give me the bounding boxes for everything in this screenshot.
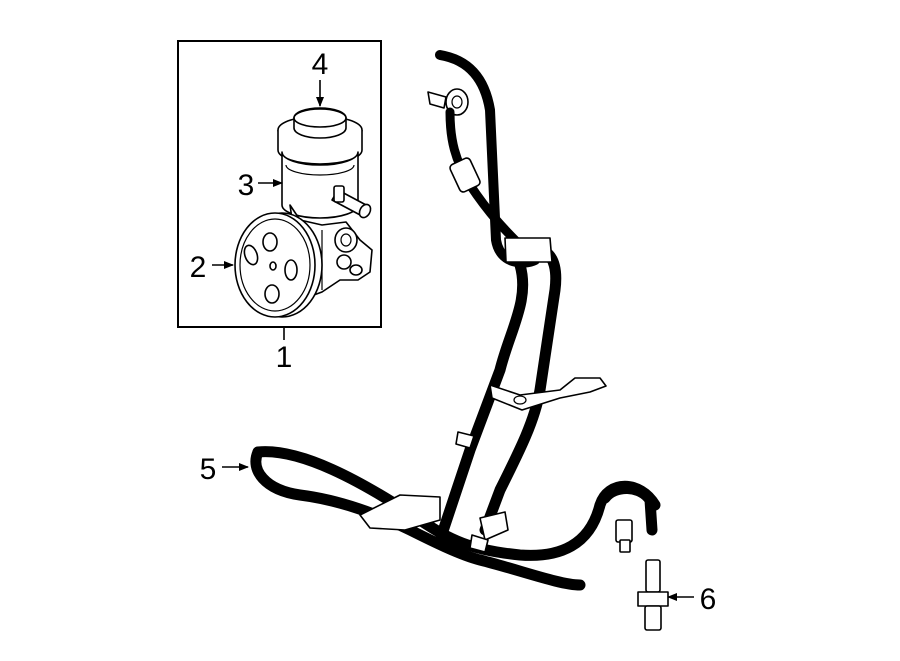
pulley <box>234 212 323 318</box>
callout-2: 2 <box>190 251 207 284</box>
callout-leaders <box>212 80 694 601</box>
pump-assembly-inset <box>177 40 382 328</box>
callout-6: 6 <box>700 583 717 616</box>
reservoir-body <box>281 151 372 219</box>
callout-4: 4 <box>312 48 329 81</box>
reservoir-cap <box>277 107 363 165</box>
hose-connector <box>637 559 669 631</box>
callout-5: 5 <box>200 453 217 486</box>
callout-1: 1 <box>276 341 293 374</box>
hose-assembly <box>250 50 661 591</box>
callout-numbers: 1 2 3 4 5 6 <box>190 48 717 616</box>
callout-3: 3 <box>238 169 255 202</box>
inset-frame <box>177 40 382 328</box>
